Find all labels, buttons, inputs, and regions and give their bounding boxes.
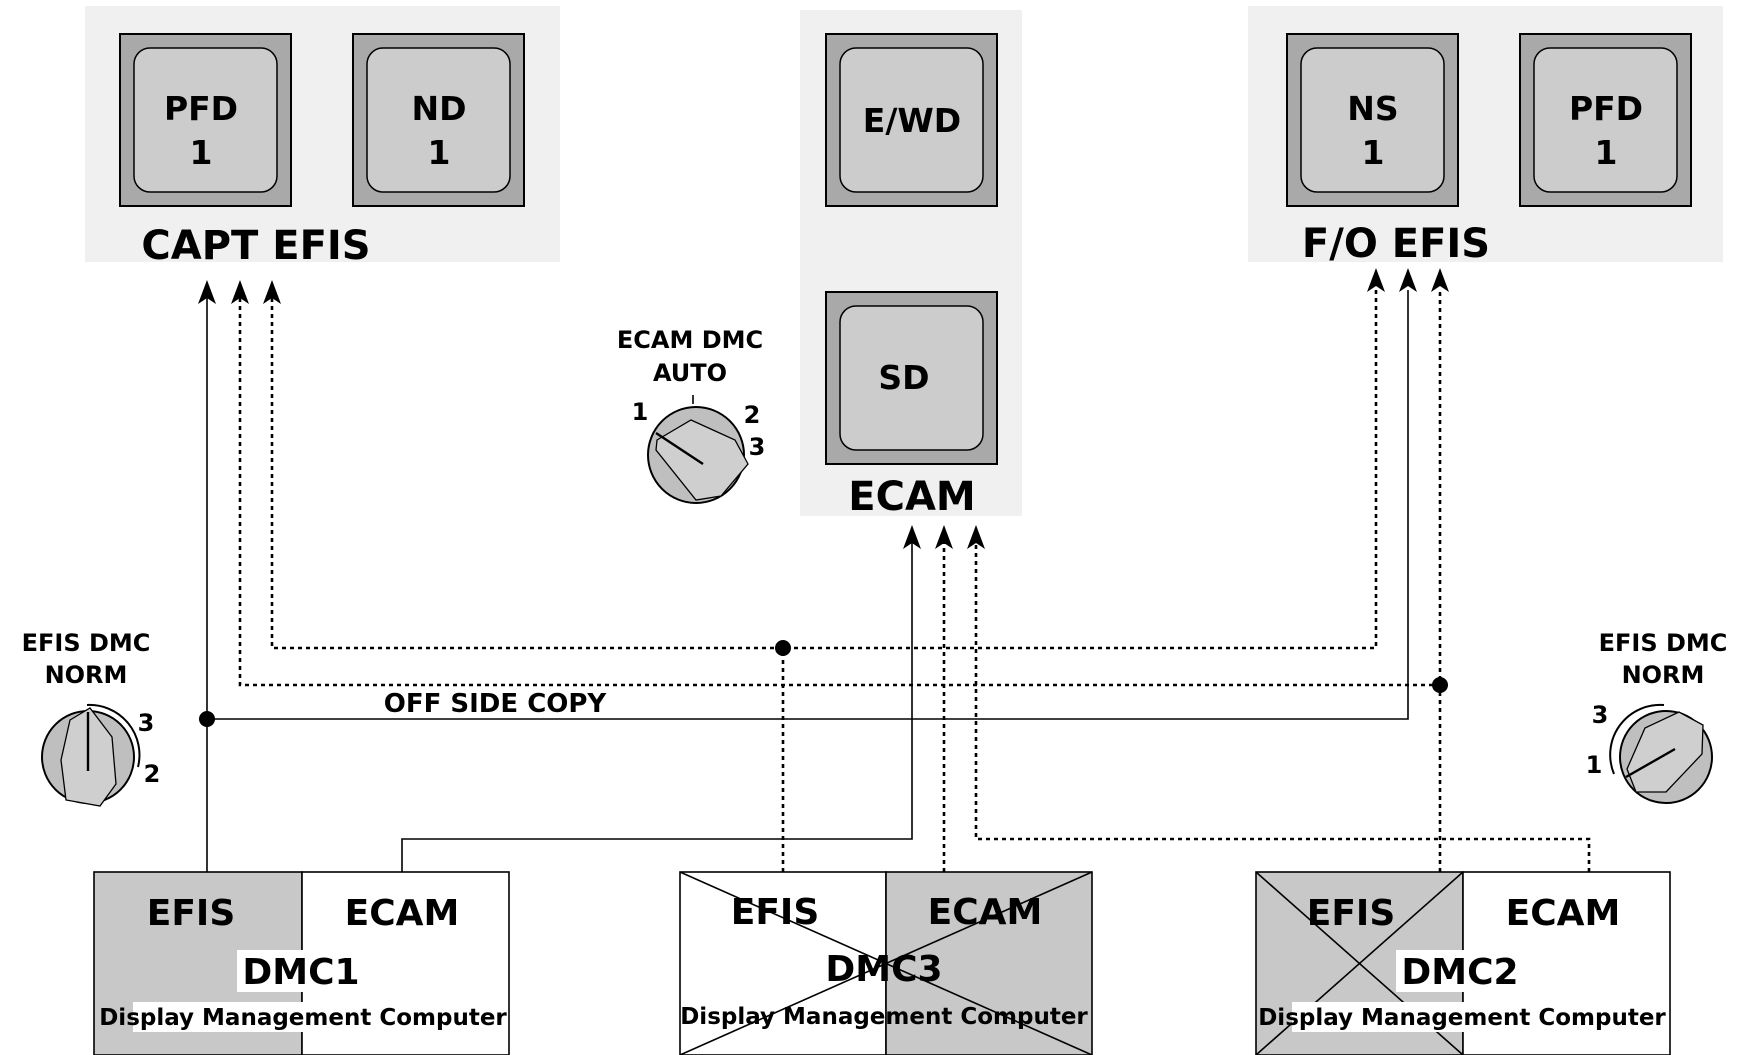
dmc2-name: DMC2 <box>1401 952 1518 993</box>
fo-pfd-screen: PFD 1 <box>1519 33 1692 207</box>
dmc3-name: DMC3 <box>825 949 942 990</box>
arrow-fo-2 <box>1399 268 1417 292</box>
dmc2-ecam-dotted-line <box>974 540 1591 872</box>
ecam-dmc-label-1: ECAM DMC <box>617 326 763 354</box>
dmc2-efis-label: EFIS <box>1307 893 1396 934</box>
fo-efis-panel: NS 1 PFD 1 F/O EFIS <box>1248 6 1723 267</box>
capt-efis-dmc-pos-3: 3 <box>138 709 155 737</box>
arrow-fo-1 <box>1367 268 1385 292</box>
fo-pfd-label: PFD <box>1569 89 1643 128</box>
off-side-copy-label: OFF SIDE COPY <box>384 689 608 719</box>
junction-dot-dmc2 <box>1432 677 1448 693</box>
fo-ns-screen: NS 1 <box>1286 33 1459 207</box>
ecam-panel: E/WD SD ECAM <box>800 10 1022 520</box>
fo-efis-dmc-switch[interactable]: EFIS DMC NORM 3 1 <box>1586 629 1728 804</box>
dmc1-computer: EFIS ECAM DMC1 Display Management Comput… <box>93 871 510 1055</box>
capt-nd-number: 1 <box>428 133 451 172</box>
capt-efis-dmc-label-1: EFIS DMC <box>22 629 151 657</box>
sd-label: SD <box>878 358 929 397</box>
arrow-capt-3 <box>263 280 281 304</box>
capt-pfd-label: PFD <box>164 89 238 128</box>
capt-efis-dmc-pos-2: 2 <box>144 760 161 788</box>
arrowheads <box>198 268 1449 549</box>
capt-pfd-screen: PFD 1 <box>119 33 292 207</box>
sd-screen: SD <box>825 291 998 465</box>
dmc3-efis-label: EFIS <box>731 892 820 933</box>
arrow-capt-2 <box>231 280 249 304</box>
dmc1-name: DMC1 <box>242 952 359 993</box>
fo-efis-dmc-label-1: EFIS DMC <box>1599 629 1728 657</box>
capt-efis-dmc-switch[interactable]: EFIS DMC NORM 3 2 <box>22 629 161 807</box>
dmc3-desc: Display Management Computer <box>680 1004 1088 1030</box>
fo-efis-title: F/O EFIS <box>1302 221 1490 267</box>
capt-to-fo-solid-line <box>207 290 1409 720</box>
capt-efis-dmc-label-2: NORM <box>45 661 128 689</box>
fo-pfd-number: 1 <box>1595 133 1618 172</box>
ecam-dmc-pos-2: 2 <box>744 401 761 429</box>
capt-efis-panel: PFD 1 ND 1 CAPT EFIS <box>85 6 560 269</box>
dmc1-desc: Display Management Computer <box>99 1005 507 1031</box>
dmc1-efis-label: EFIS <box>147 893 236 934</box>
arrow-fo-3 <box>1431 268 1449 292</box>
dmc2-cross-line-2 <box>1255 871 1464 1055</box>
fo-efis-dmc-label-2: NORM <box>1622 661 1705 689</box>
wiring: OFF SIDE COPY <box>198 268 1591 872</box>
capt-nd-screen: ND 1 <box>352 33 525 207</box>
ewd-screen: E/WD <box>825 33 998 207</box>
dmc2-ecam-label: ECAM <box>1506 893 1621 934</box>
arrow-ecam-3 <box>967 525 985 549</box>
capt-pfd-number: 1 <box>190 133 213 172</box>
fo-efis-dmc-pos-3: 3 <box>1592 701 1609 729</box>
junction-dot-dmc3 <box>775 640 791 656</box>
ecam-title: ECAM <box>848 474 975 520</box>
dmc3-dotted-horizontal <box>270 290 1378 650</box>
ewd-label: E/WD <box>863 101 961 140</box>
fo-ns-number: 1 <box>1362 133 1385 172</box>
dmc1-ecam-to-ecam-line <box>401 540 913 872</box>
ecam-dmc-pointer <box>655 431 704 466</box>
ecam-dmc-pos-3: 3 <box>749 433 766 461</box>
ecam-dmc-pos-1: 1 <box>632 398 649 426</box>
dmc3-computer: EFIS ECAM DMC3 Display Management Comput… <box>679 871 1093 1055</box>
dmc3-ecam-label: ECAM <box>928 892 1043 933</box>
ecam-dmc-label-2: AUTO <box>653 359 727 387</box>
capt-efis-title: CAPT EFIS <box>141 223 370 269</box>
capt-nd-label: ND <box>411 89 466 128</box>
dmc2-dotted-horizontal <box>238 290 1442 687</box>
arrow-ecam-1 <box>903 525 921 549</box>
ecam-dmc-switch[interactable]: ECAM DMC AUTO 1 2 3 <box>617 326 766 504</box>
fo-efis-dmc-pointer <box>1625 747 1676 779</box>
arrow-capt-1 <box>198 280 216 304</box>
fo-ns-label: NS <box>1347 89 1398 128</box>
dmc1-ecam-label: ECAM <box>345 893 460 934</box>
fo-efis-dmc-pos-1: 1 <box>1586 751 1603 779</box>
dmc2-computer: EFIS ECAM DMC2 Display Management Comput… <box>1255 871 1671 1055</box>
dmc2-desc: Display Management Computer <box>1258 1005 1666 1031</box>
dmc3-cross-line-2 <box>679 871 1093 1055</box>
arrow-ecam-2 <box>935 525 953 549</box>
junction-dot-capt <box>199 711 215 727</box>
